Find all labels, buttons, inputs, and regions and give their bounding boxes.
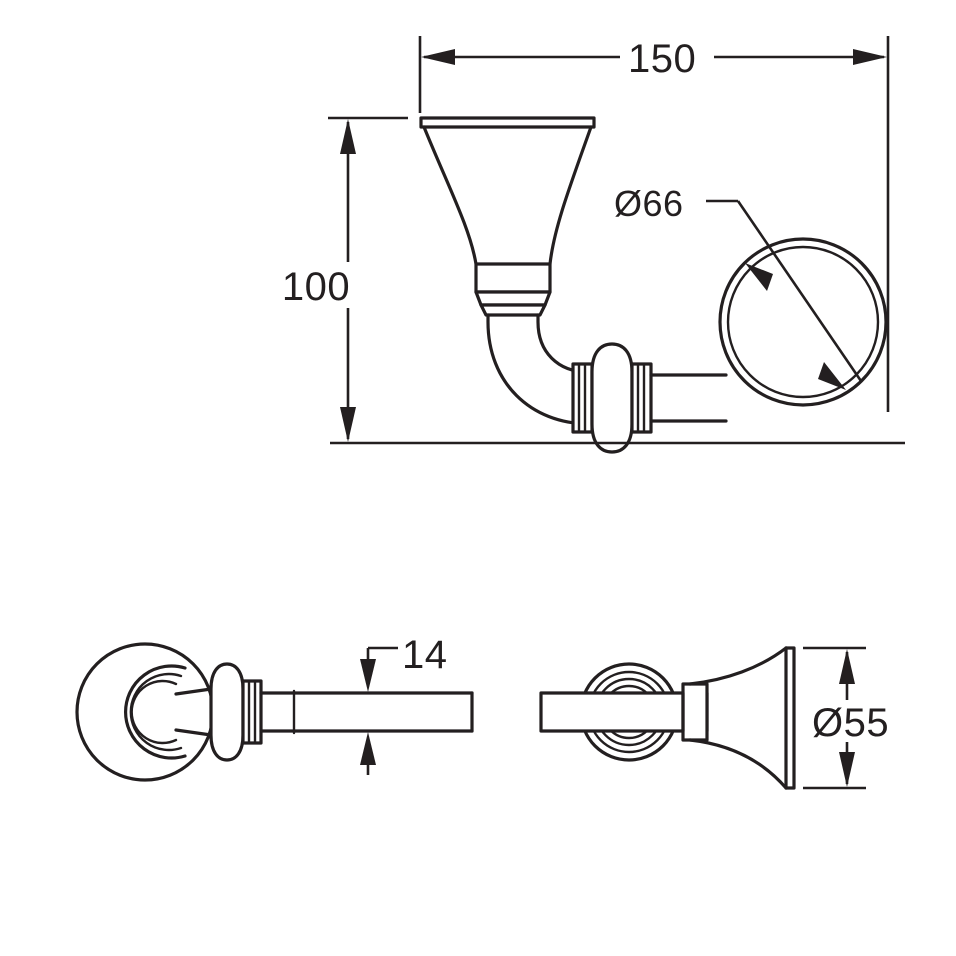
plan-right-bell-rim [784, 646, 796, 790]
wall-rosette [75, 642, 215, 782]
plan-left-bar [259, 689, 474, 735]
diameter-line-d66 [736, 200, 863, 382]
disc-front [718, 237, 888, 407]
rosette-outer-circle [75, 642, 215, 782]
plan-left-shaft [174, 687, 213, 737]
arrow-100-bottom [340, 407, 356, 442]
ornamental-knob-front [571, 342, 653, 454]
shaft-front [649, 373, 728, 423]
rosette-ring-3 [130, 679, 178, 745]
plan-right-boss-body [681, 682, 709, 742]
arrow-100-top [340, 119, 356, 154]
view-plan-left [75, 642, 474, 782]
dim-label-14: 14 [402, 633, 448, 677]
arrow-d55-bottom [839, 752, 855, 787]
arrow-14-top [360, 659, 376, 692]
plan-right-bell-upper [688, 646, 788, 686]
dim-label-150: 150 [628, 37, 696, 81]
knob-barrel [590, 342, 634, 454]
rosette-ring-1 [124, 664, 187, 760]
dimension-14: 14 [360, 633, 448, 775]
dimension-d55: Ø55 [803, 646, 889, 790]
arrow-d66-lower [818, 362, 846, 390]
dimension-150: 150 [418, 36, 890, 412]
plan-right-bell [688, 646, 796, 790]
bell-collar-upper [474, 262, 552, 294]
disc-outer-circle [718, 237, 888, 407]
bell-rim [419, 116, 596, 129]
dim-label-d55: Ø55 [812, 701, 889, 745]
rosette-ring-2 [129, 672, 183, 752]
arrow-150-left [421, 49, 455, 65]
view-plan-right [539, 646, 796, 790]
plan-right-boss [681, 682, 709, 742]
plan-right-bell-lower [688, 738, 788, 790]
plan-left-knob [209, 662, 263, 762]
dim-label-100: 100 [282, 265, 350, 309]
dimension-d66: Ø66 [614, 183, 863, 390]
bell-collar-lower [474, 290, 552, 307]
plan-left-shaft-top [174, 687, 213, 696]
knob-left-ribs [571, 362, 594, 434]
bell-body-right [548, 125, 593, 266]
arrow-150-right [853, 49, 887, 65]
arrow-14-bottom [360, 732, 376, 765]
arrow-d66-upper [745, 263, 773, 291]
plan-left-knob-ribs [241, 679, 263, 745]
plan-left-knob-barrel [209, 662, 245, 762]
elbow-outer-curve [486, 313, 592, 426]
disc-inner-circle [726, 245, 880, 399]
view-front-elevation [330, 116, 905, 454]
bell-flange-front [419, 116, 596, 317]
arrow-d55-top [839, 649, 855, 684]
bell-neck [479, 303, 547, 317]
dim-label-d66: Ø66 [614, 183, 684, 224]
knob-right-ribs [630, 362, 653, 434]
bell-body-left [422, 125, 478, 266]
plan-left-shaft-bottom [174, 728, 213, 737]
dimension-100: 100 [282, 116, 408, 442]
